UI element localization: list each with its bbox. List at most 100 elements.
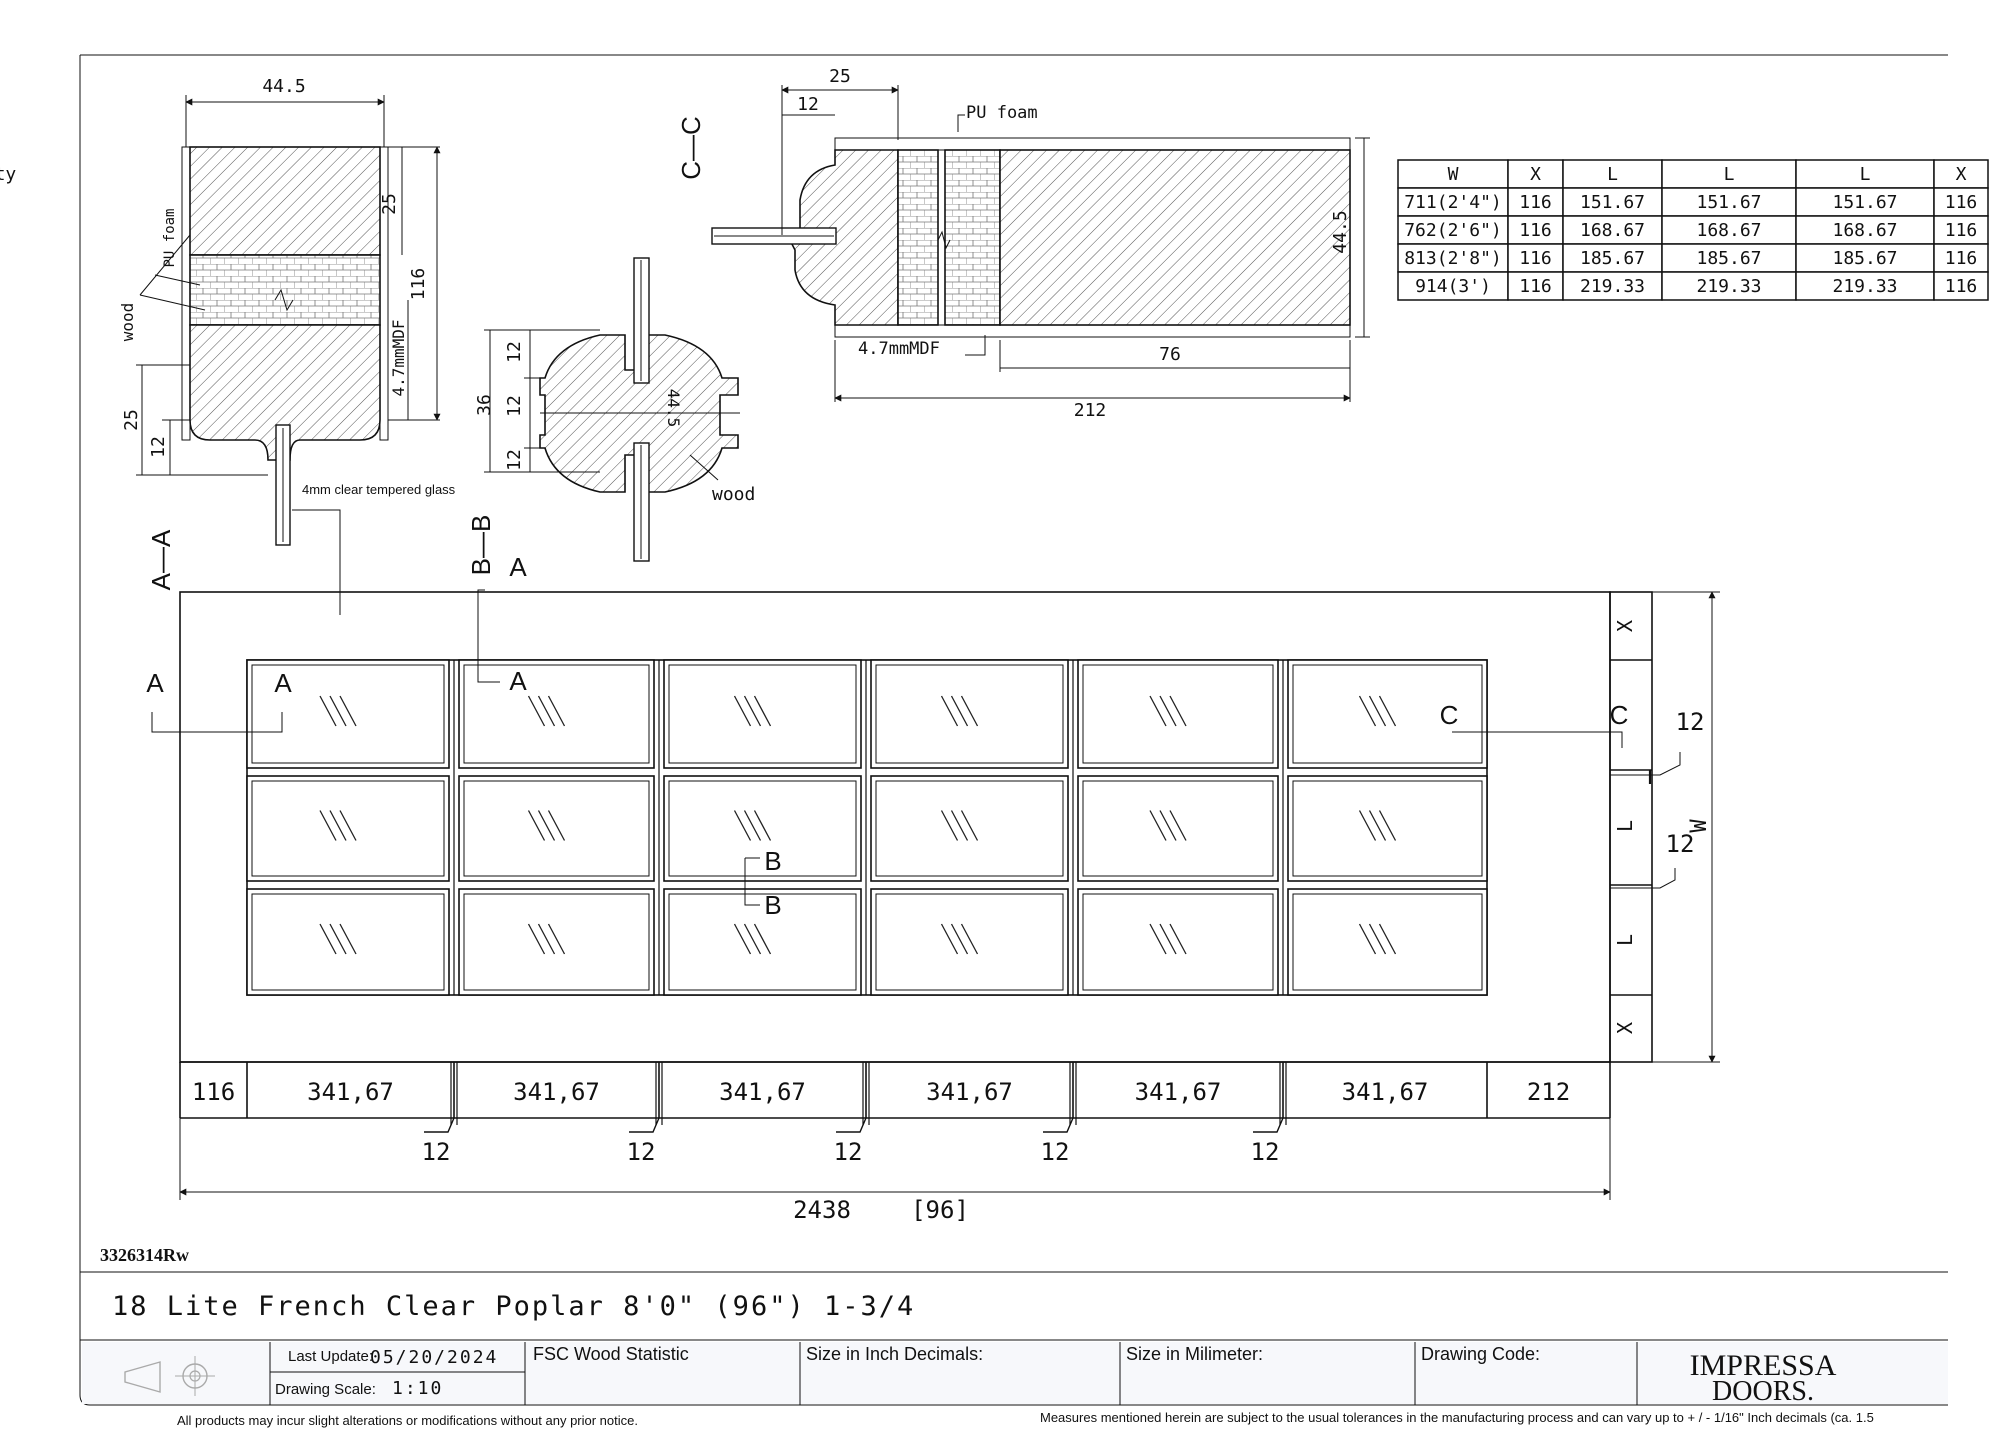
drawing-title: 18 Lite French Clear Poplar 8'0" (96") 1… (112, 1291, 915, 1322)
glass-reflection-icon (1358, 695, 1397, 727)
table-cell-text: 219.33 (1580, 276, 1645, 297)
aa-116-dim: 116 (408, 268, 429, 301)
right-12-bottom-label: 12 (1666, 830, 1695, 858)
logo-line1: IMPRESSA (1690, 1349, 1837, 1382)
bottom-dim-label: 341,67 (926, 1078, 1013, 1106)
table-cell (1507, 243, 1564, 273)
overall-mm-dim: 2438 (793, 1196, 851, 1224)
table-cell (1661, 187, 1797, 217)
glass-reflection-icon (1149, 695, 1187, 727)
muntin-dim-label: 12 (422, 1138, 451, 1166)
table-cell (1562, 187, 1663, 217)
glass-lite (870, 775, 1069, 882)
bb-445-dim: 44.5 (664, 389, 683, 428)
table-cell-text: 116 (1945, 192, 1978, 213)
table-cell-text: 185.67 (1832, 248, 1897, 269)
logo-line2: DOORS. (1712, 1376, 1814, 1407)
cut-c-left-label: C (1440, 700, 1459, 730)
cut-a-inner-label: A (274, 668, 292, 698)
cut-a-left-label: A (146, 668, 164, 698)
table-cell-text: 116 (1945, 220, 1978, 241)
table-header-text: W (1448, 164, 1459, 185)
cc-mdf-label: 4.7mmMDF (858, 339, 940, 359)
glass-reflection-icon (1358, 810, 1397, 841)
cc-12-dim: 12 (797, 94, 819, 115)
glass-lite (1287, 775, 1488, 882)
table-cell (1933, 271, 1989, 301)
bb-12a-dim: 12 (504, 341, 525, 363)
bottom-dim-label: 116 (192, 1078, 235, 1106)
table-cell-text: 762(2'6") (1404, 220, 1502, 241)
table-cell (1795, 271, 1935, 301)
glass-lite (246, 659, 450, 769)
table-cell-text: 168.67 (1696, 220, 1761, 241)
glass-reflection-icon (1149, 810, 1187, 841)
table-cell-text: 914(3') (1415, 276, 1491, 297)
glass-lite (458, 888, 655, 996)
table-header-cell (1933, 159, 1989, 189)
glass-lite (458, 775, 655, 882)
size-table: WXLLLXQty711(2'4")116151.67151.67151.671… (0, 159, 1989, 301)
cc-212-dim: 212 (1074, 400, 1107, 421)
glass-lite (1077, 888, 1279, 996)
table-cell-text: 116 (1519, 276, 1552, 297)
glass-lite (1287, 659, 1488, 769)
aa-12-dim: 12 (148, 436, 169, 458)
right-l1-label: L (1613, 820, 1637, 832)
bb-36-dim: 36 (474, 394, 495, 416)
table-cell (1562, 215, 1663, 245)
glass-lite (1287, 888, 1488, 996)
table-cell (1397, 243, 1509, 273)
right-x-bottom-label: X (1613, 1022, 1637, 1034)
right-w-label: W (1687, 819, 1712, 833)
cut-b-bottom-label: B (764, 890, 781, 920)
table-cell-text: 116 (1945, 248, 1978, 269)
lite-grid (246, 659, 1488, 996)
footer-left-note: All products may incur slight alteration… (177, 1413, 638, 1428)
table-cell (1933, 215, 1989, 245)
glass-lite (458, 659, 655, 769)
glass-reflection-icon (527, 810, 566, 841)
table-cell-text: 168.67 (1832, 220, 1897, 241)
glass-lite (1077, 659, 1279, 769)
table-header-text: L (1724, 164, 1735, 185)
table-header-text: Qty (0, 164, 16, 185)
bottom-dim-label: 341,67 (1342, 1078, 1429, 1106)
cc-76-dim: 76 (1159, 344, 1181, 365)
glass-reflection-icon (940, 695, 979, 727)
glass-reflection-icon (1358, 923, 1397, 955)
glass-reflection-icon (733, 695, 772, 727)
table-cell-text: 151.67 (1580, 192, 1645, 213)
mm-size-label: Size in Milimeter: (1126, 1344, 1263, 1364)
right-l2-label: L (1613, 934, 1637, 946)
glass-lite (870, 659, 1069, 769)
glass-lite (663, 775, 862, 882)
table-cell-text: 185.67 (1696, 248, 1761, 269)
title-block: 3326314Rw 18 Lite French Clear Poplar 8'… (80, 1245, 1948, 1428)
glass-reflection-icon (733, 810, 772, 841)
cc-pu-foam-label: PU foam (966, 103, 1038, 123)
cc-25-dim: 25 (829, 66, 851, 87)
drawing-scale-label: Drawing Scale: (275, 1381, 376, 1398)
overall-inch-dim: [96] (911, 1196, 969, 1224)
glass-lite (246, 775, 450, 882)
table-cell (1562, 271, 1663, 301)
last-update-value: 05/20/2024 (370, 1347, 498, 1368)
table-cell-text: 219.33 (1832, 276, 1897, 297)
glass-reflection-icon (527, 695, 566, 727)
cut-c-right-label: C (1610, 700, 1629, 730)
aa-25-top-dim: 25 (379, 193, 400, 215)
table-cell (1397, 271, 1509, 301)
muntin-dim-label: 12 (1251, 1138, 1280, 1166)
inch-size-label: Size in Inch Decimals: (806, 1344, 983, 1364)
glass-lite (870, 888, 1069, 996)
muntin-dim-label: 12 (834, 1138, 863, 1166)
cut-b-top-label: B (764, 846, 781, 876)
drawing-id: 3326314Rw (100, 1245, 189, 1265)
bottom-dim-label: 341,67 (513, 1078, 600, 1106)
table-cell (1661, 271, 1797, 301)
glass-lite (246, 888, 450, 996)
